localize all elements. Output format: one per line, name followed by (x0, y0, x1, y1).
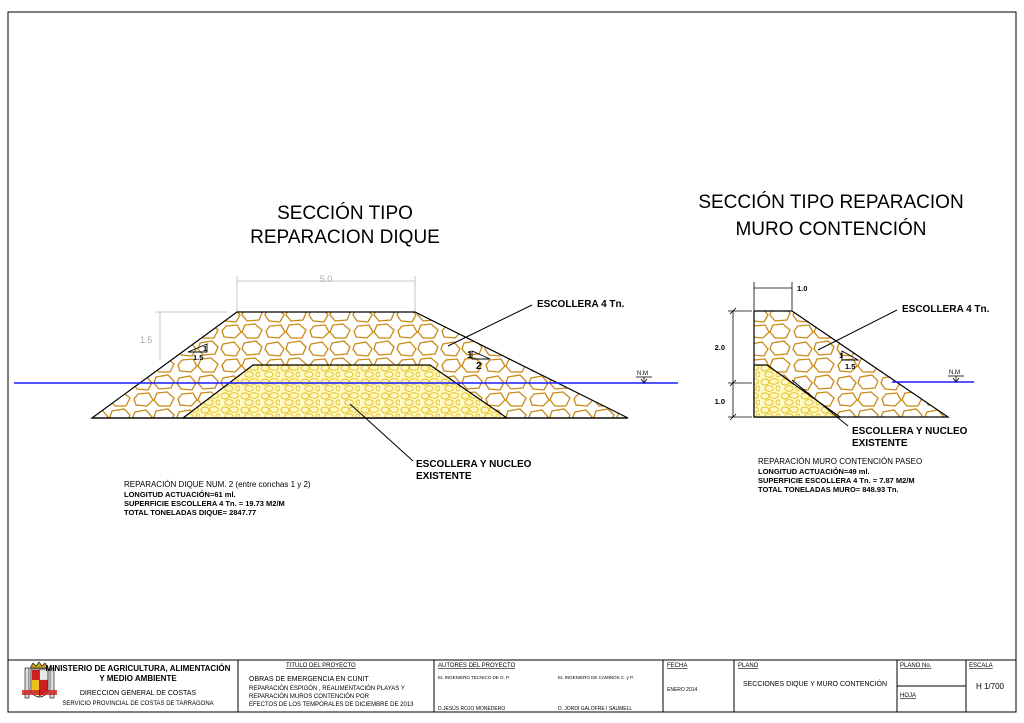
author1-role: EL INGENIERO TECNICO DE O. P. (438, 675, 510, 680)
muro-nucleo-label-2: EXISTENTE (852, 438, 908, 449)
scale-value: H 1/700 (976, 682, 1005, 691)
dique-note-title: REPARACIÓN DIQUE NUM. 2 (entre conchas 1… (124, 480, 311, 489)
dique-title-line2: REPARACION DIQUE (250, 227, 440, 248)
muro-section: SECCIÓN TIPO REPARACION MURO CONTENCIÓN … (698, 191, 989, 494)
muro-note-surface: SUPERFICIE ESCOLLERA 4 Tn. = 7.87 M2/M (758, 476, 915, 485)
muro-slope-icon (841, 350, 860, 361)
muro-nucleo-leader (791, 379, 849, 427)
muro-core (753, 364, 842, 418)
dique-dim-side: 1.5 (140, 335, 153, 345)
dique-nucleo-label-2: EXISTENTE (416, 471, 472, 482)
project-desc-1: REPARACIÓN ESPIGÓN , REALIMENTACIÓN PLAY… (249, 685, 405, 692)
author1-name: D.JESÚS ROJO MONEDERO (438, 705, 505, 712)
service-name: SERVICIO PROVINCIAL DE COSTAS DE TARRAGO… (62, 701, 213, 707)
dique-title-line1: SECCIÓN TIPO (277, 202, 413, 224)
dique-slope-left-h: 1.5 (193, 353, 203, 362)
muro-level-marker-icon (948, 375, 964, 383)
dique-slope-left-icon (187, 343, 208, 353)
plan-header: PLANO (738, 663, 759, 669)
date-header: FECHA (667, 663, 687, 669)
muro-note-tonnage: TOTAL TONELADAS MURO= 848.93 Tn. (758, 485, 899, 494)
muro-level-label: N.M (949, 370, 960, 376)
dique-level-label: N.M (637, 371, 648, 377)
dique-slope-left-v: 1 (203, 344, 207, 353)
dique-slope-right-h: 2 (476, 361, 482, 372)
project-header: TITULO DEL PROYECTO (286, 663, 356, 669)
muro-title-line1: SECCIÓN TIPO REPARACION (698, 191, 963, 213)
muro-dim-lower: 1.0 (715, 397, 725, 406)
project-desc-3: EFECTOS DE LOS TEMPORALES DE DICIEMBRE D… (249, 702, 414, 708)
sheet-header: HOJA (900, 693, 916, 699)
authors-header: AUTORES DEL PROYECTO (438, 663, 516, 669)
title-block: MINISTERIO DE AGRICULTURA, ALIMENTACIÓN … (7, 659, 1017, 713)
muro-note-title: REPARACIÓN MURO CONTENCIÓN PASEO (758, 457, 922, 466)
muro-dim-top: 1.0 (797, 284, 807, 293)
dique-escollera-label: ESCOLLERA 4 Tn. (537, 299, 625, 310)
project-desc-2: REPARACIÓN MUROS CONTENCIÓN POR (249, 693, 370, 700)
dique-section: SECCIÓN TIPO REPARACION DIQUE 5.0 1.5 1 … (90, 202, 629, 517)
author2-role: EL INGENIERO DE CAMINOS C. y P. (558, 675, 634, 680)
muro-nucleo-label-1: ESCOLLERA Y NUCLEO (852, 426, 968, 437)
muro-escollera-leader (817, 309, 898, 351)
dique-slope-right-icon (471, 350, 491, 360)
dique-escollera-leader (447, 304, 533, 347)
muro-title-line2: MURO CONTENCIÓN (735, 218, 926, 240)
muro-note-length: LONGITUD ACTUACIÓN=49 ml. (758, 467, 870, 476)
plan-no-header: PLANO No. (900, 663, 932, 669)
ministry-line1: MINISTERIO DE AGRICULTURA, ALIMENTACIÓN (46, 664, 231, 673)
project-title: OBRAS DE EMERGENCIA EN CUNIT (249, 676, 370, 683)
dique-level-marker-icon (636, 376, 652, 384)
muro-slope-v: 1 (839, 351, 843, 360)
dique-note-length: LONGITUD ACTUACIÓN=61 ml. (124, 490, 236, 499)
plan-title: SECCIONES DIQUE Y MURO CONTENCIÓN (743, 679, 887, 688)
author2-name: D. JORDI GALOFRE I SAUMELL (558, 706, 632, 712)
muro-dimensions (728, 282, 793, 421)
dique-nucleo-label-1: ESCOLLERA Y NUCLEO (416, 459, 532, 470)
dique-slope-right-v: 1 (467, 350, 473, 361)
muro-escollera-label: ESCOLLERA 4 Tn. (902, 304, 990, 315)
dique-dimensions (155, 276, 416, 360)
dique-note-surface: SUPERFICIE ESCOLLERA 4 Tn. = 19.73 M2/M (124, 499, 285, 508)
dique-nucleo-leader (349, 403, 414, 462)
dique-dim-top: 5.0 (320, 274, 333, 284)
ministry-line2: Y MEDIO AMBIENTE (99, 674, 177, 683)
direction-name: DIRECCION GENERAL DE COSTAS (80, 690, 197, 697)
muro-dim-upper: 2.0 (715, 343, 725, 352)
muro-slope-h: 1.5 (845, 362, 855, 371)
dique-note-tonnage: TOTAL TONELADAS DIQUE= 2847.77 (124, 508, 256, 517)
coat-of-arms-icon (22, 661, 57, 699)
scale-header: ESCALA (969, 663, 993, 669)
date-value: ENERO 2014 (667, 687, 698, 693)
